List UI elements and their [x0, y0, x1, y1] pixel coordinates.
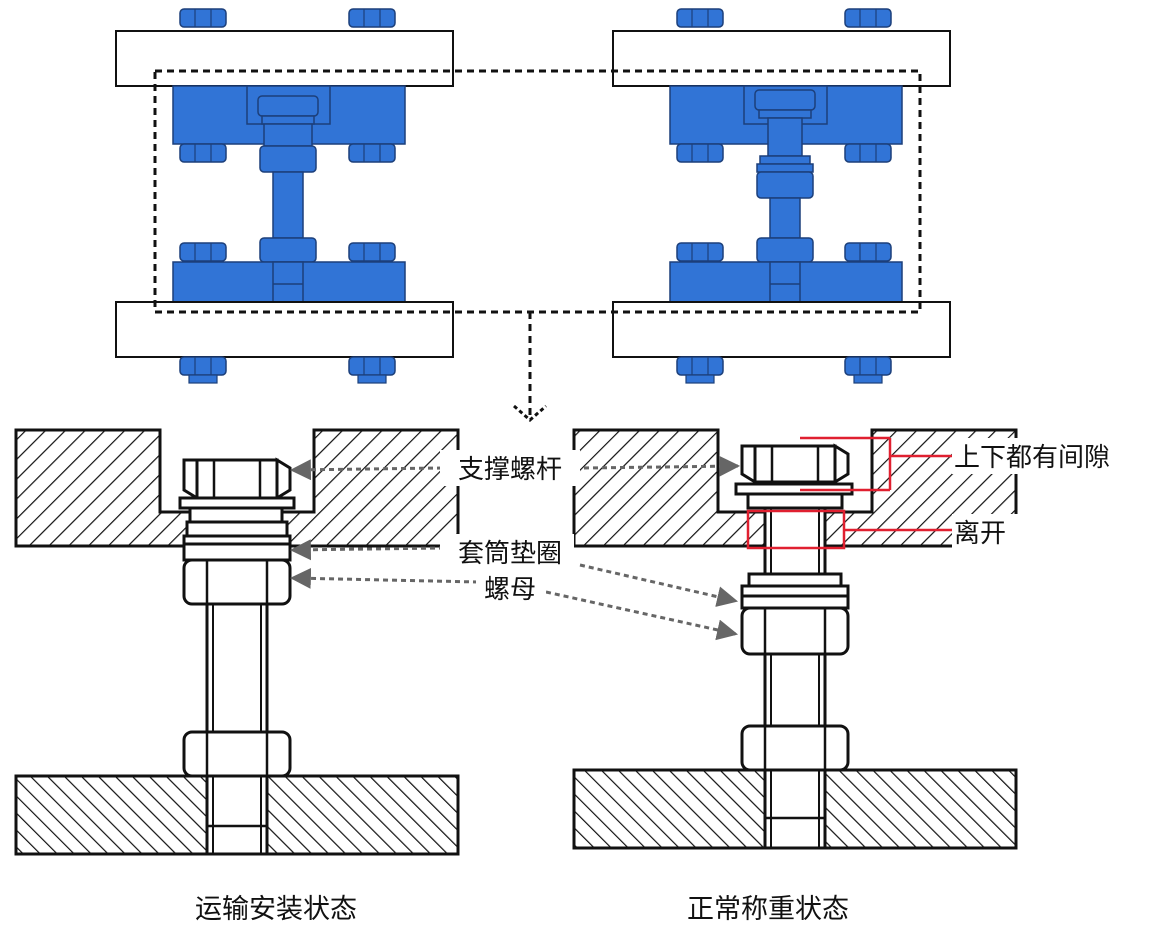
label-gap-top-bottom: 上下都有间隙: [954, 443, 1110, 473]
detail-transport: [14, 428, 460, 856]
zoom-arrow-icon: [513, 404, 547, 422]
label-separated: 离开: [954, 519, 1006, 549]
top-overview: [115, 8, 951, 422]
overview-left: [115, 8, 454, 384]
label-sleeve-washer: 套筒垫圈: [458, 539, 562, 569]
caption-normal-state: 正常称重状态: [687, 894, 849, 925]
overview-right: [612, 8, 951, 384]
detail-normal: [572, 428, 1018, 850]
label-support-screw: 支撑螺杆: [458, 455, 562, 485]
leader-lines: [289, 455, 741, 641]
label-nut: 螺母: [484, 575, 536, 605]
caption-transport-state: 运输安装状态: [195, 894, 357, 925]
